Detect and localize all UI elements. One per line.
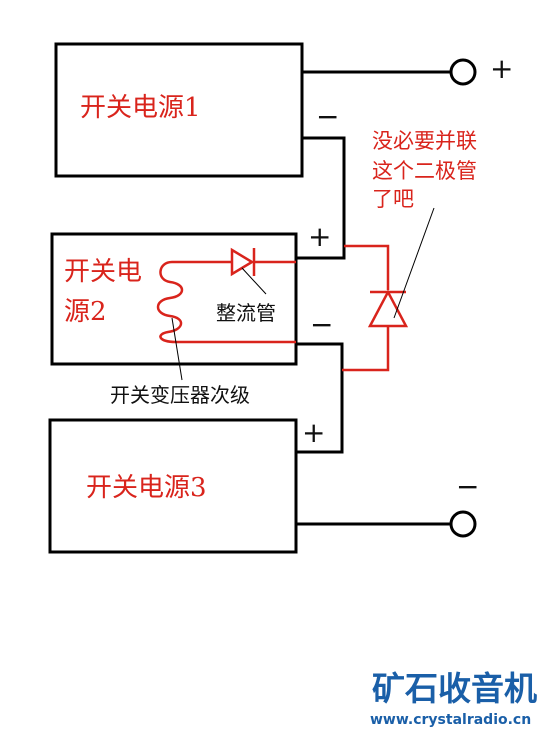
terminal-negative — [449, 510, 477, 538]
terminal-positive — [449, 58, 477, 86]
supply-3-label: 开关电源3 — [86, 473, 207, 503]
transformer-secondary-coil — [156, 260, 184, 344]
supply-1-box — [54, 42, 304, 178]
rectifier-pointer — [241, 267, 267, 295]
secondary-pointer — [171, 317, 183, 381]
watermark-url: www.crystalradio.cn — [370, 712, 531, 728]
pointer-lines — [171, 207, 435, 381]
plus-sign-output: + — [490, 52, 513, 85]
minus-sign-output: − — [456, 470, 479, 503]
note-line-1: 没必要并联 — [372, 129, 477, 153]
plus-sign-supply-2: + — [308, 220, 331, 253]
note-pointer — [393, 207, 435, 319]
supply-3-box — [48, 418, 298, 554]
rectifier-label: 整流管 — [216, 301, 276, 325]
plus-sign-supply-3: + — [302, 416, 325, 449]
supply-2-label-line2: 源2 — [64, 297, 107, 327]
note-line-2: 这个二极管 — [372, 159, 477, 183]
wire-parallel-bottom — [342, 326, 390, 372]
supply-2-internal-circuit — [156, 247, 296, 344]
wiring — [296, 70, 450, 526]
note-line-3: 了吧 — [372, 187, 414, 211]
secondary-winding-label: 开关变压器次级 — [110, 383, 250, 407]
parallel-diode-branch — [342, 244, 409, 372]
wire-parallel-top — [344, 244, 390, 290]
supply-1-label: 开关电源1 — [80, 93, 201, 123]
supply-2-label-line1: 开关电 — [64, 257, 142, 287]
minus-sign-supply-1: − — [316, 100, 339, 133]
rectifier-diode — [230, 247, 255, 277]
minus-sign-supply-2: − — [310, 308, 333, 341]
watermark-brand: 矿石收音机 — [372, 669, 537, 708]
wire-supply1-neg-to-supply2-pos — [296, 136, 346, 260]
wire-supply2-neg-to-supply3-pos — [296, 342, 344, 454]
parallel-diode — [367, 289, 409, 328]
supply-2-box — [50, 232, 298, 366]
